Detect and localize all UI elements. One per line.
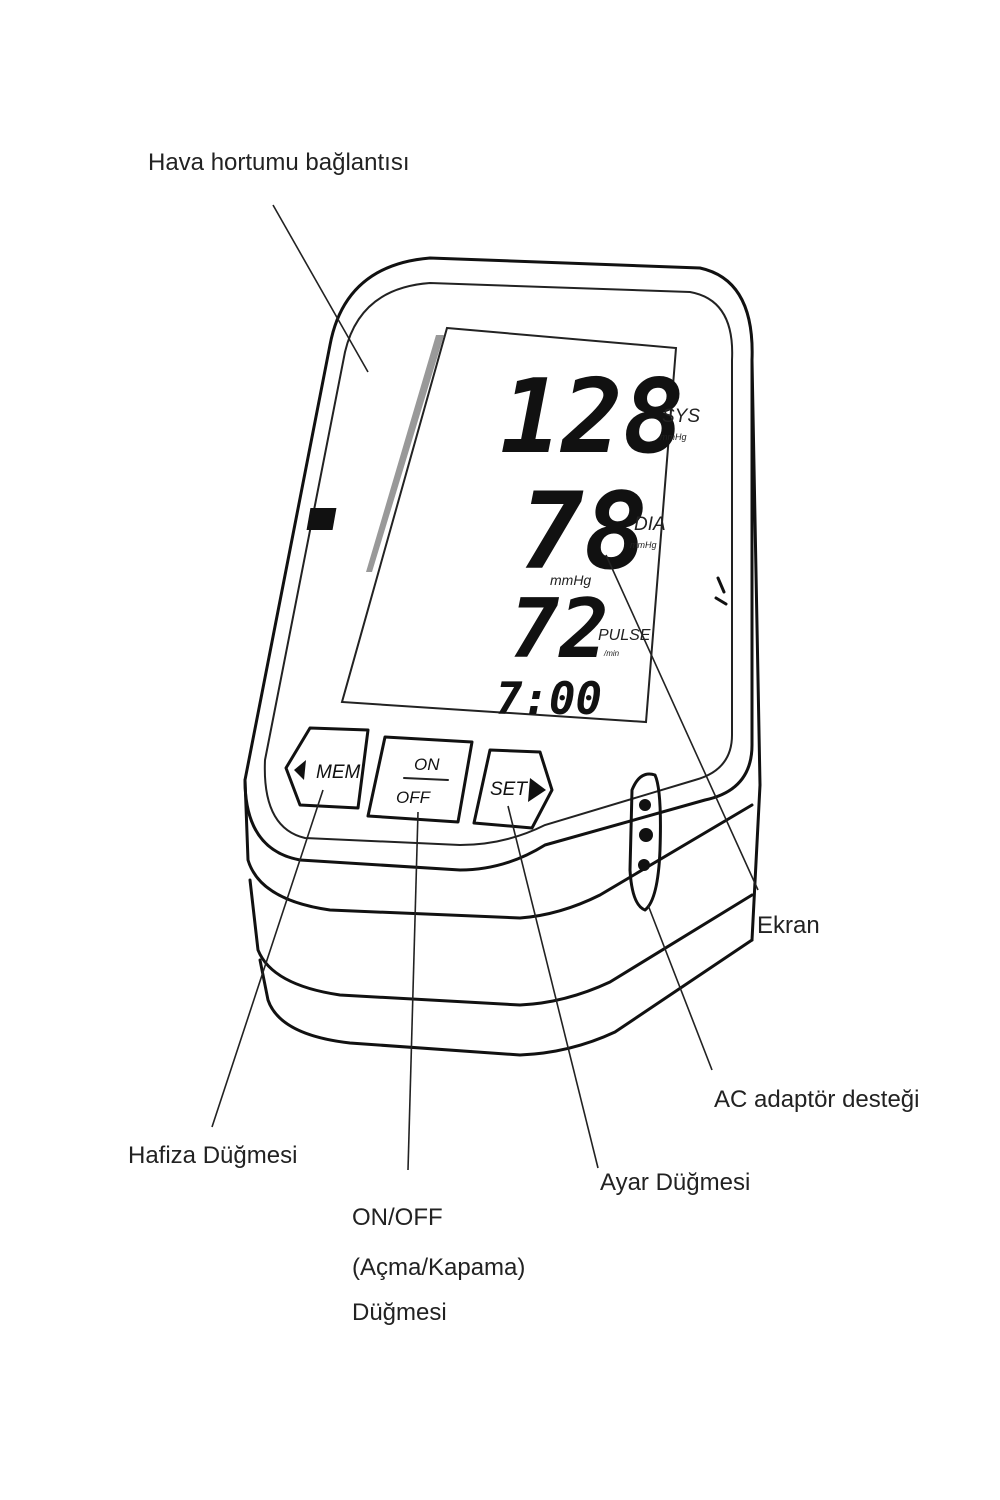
on-button-label: ON (414, 755, 440, 774)
body-layer-2 (248, 878, 754, 1007)
leader-air-hose (272, 204, 369, 373)
pressure-bar-graph (366, 335, 444, 572)
leader-memory (211, 789, 324, 1128)
on-off-button[interactable]: ON OFF (366, 735, 474, 824)
label-power-line-1: ON/OFF (352, 1204, 443, 1231)
pulse-unit: /min (603, 649, 620, 658)
triangle-left-icon (294, 760, 306, 780)
label-screen: Ekran (757, 912, 820, 939)
off-button-label: OFF (396, 788, 432, 807)
socket-pin (639, 799, 651, 811)
indicator-block (306, 508, 337, 530)
mem-button-label: MEM (316, 762, 361, 783)
ac-adapter-socket (628, 772, 662, 912)
top-face-outline (243, 256, 754, 872)
systolic-unit: mmHg (660, 432, 687, 442)
side-mark (714, 576, 728, 606)
pulse-label: PULSE (598, 627, 651, 644)
body-layer-1 (243, 778, 754, 920)
mem-button-outline (284, 726, 370, 810)
leader-screen (605, 554, 759, 891)
diastolic-unit: mmHg (630, 540, 657, 550)
bezel-inner-outline (263, 281, 734, 847)
pulse-value: 72 (510, 582, 609, 677)
mem-button[interactable]: MEM (284, 726, 370, 810)
set-button[interactable]: SET (472, 748, 554, 830)
leader-power (407, 811, 419, 1171)
time-value: 7:00 (496, 674, 602, 725)
side-face-outline (750, 358, 762, 942)
systolic-value: 128 (500, 358, 684, 477)
systolic-label: SYS (662, 406, 700, 427)
label-air-hose: Hava hortumu bağlantısı (148, 149, 409, 176)
socket-pin (639, 828, 653, 842)
mid-unit: mmHg (550, 572, 591, 588)
on-off-divider (403, 777, 449, 781)
set-button-outline (472, 748, 554, 830)
socket-outline (628, 772, 662, 912)
diastolic-value: 78 (520, 470, 648, 593)
device-body (243, 256, 762, 1057)
callout-labels: Hava hortumu bağlantısı Ekran AC adaptör… (128, 149, 919, 1326)
set-button-label: SET (490, 779, 528, 800)
body-layer-3 (258, 938, 754, 1057)
triangle-right-icon (528, 778, 546, 802)
label-power-line-3: Düğmesi (352, 1299, 447, 1326)
label-memory-button: Hafiza Düğmesi (128, 1142, 297, 1169)
leader-ac-adapter (647, 904, 713, 1071)
leader-set (507, 805, 599, 1169)
label-ac-adapter: AC adaptör desteği (714, 1086, 919, 1113)
lcd-screen: 128 SYS mmHg 78 DIA mmHg mmHg 72 PULSE /… (306, 326, 700, 725)
socket-pin (638, 859, 650, 871)
lcd-screen-frame (340, 326, 678, 724)
on-off-button-outline (366, 735, 474, 824)
label-set-button: Ayar Düğmesi (600, 1169, 750, 1196)
diastolic-label: DIA (634, 514, 666, 535)
leader-lines (211, 204, 759, 1171)
label-power-line-2: (Açma/Kapama) (352, 1254, 525, 1281)
